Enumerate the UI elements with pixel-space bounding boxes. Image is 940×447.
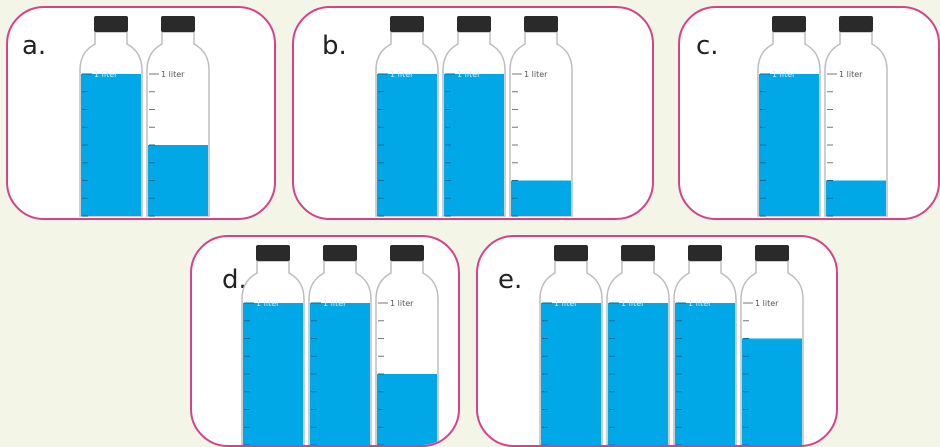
bottle: 1 liter — [673, 245, 737, 445]
bottle: 1 liter — [308, 245, 372, 445]
bottle-cap — [621, 245, 655, 261]
bottle: 1 liter — [509, 16, 573, 217]
water-level — [310, 303, 370, 445]
bottle-label: 1 liter — [524, 70, 548, 79]
water-level — [675, 303, 735, 445]
bottle-cap — [323, 245, 357, 261]
bottle-cap — [755, 245, 789, 261]
bottle: 1 liter — [241, 245, 305, 445]
water-level — [377, 374, 437, 445]
bottle: 1 liter — [606, 245, 670, 445]
bottles: 1 liter 1 liter 1 liter — [241, 245, 439, 445]
panel-a: a. 1 liter 1 liter — [6, 6, 276, 220]
water-level — [742, 338, 802, 445]
water-level — [148, 145, 208, 216]
bottle-label: 1 liter — [323, 299, 347, 308]
bottle-label: 1 liter — [839, 70, 863, 79]
bottle-cap — [688, 245, 722, 261]
panel-c: c. 1 liter 1 liter — [678, 6, 940, 220]
bottles: 1 liter 1 liter — [757, 16, 888, 217]
bottle-cap — [524, 16, 558, 32]
bottle-label: 1 liter — [755, 299, 779, 308]
water-level — [377, 74, 437, 216]
bottles: 1 liter 1 liter — [79, 16, 210, 217]
bottles: 1 liter 1 liter 1 liter — [375, 16, 573, 217]
bottle-label: 1 liter — [94, 70, 118, 79]
bottle-label: 1 liter — [256, 299, 280, 308]
water-level — [541, 303, 601, 445]
bottle-label: 1 liter — [457, 70, 481, 79]
bottle: 1 liter — [442, 16, 506, 217]
bottle: 1 liter — [146, 16, 210, 217]
bottle: 1 liter — [824, 16, 888, 217]
panel-label: c. — [696, 31, 719, 61]
bottle-label: 1 liter — [161, 70, 185, 79]
water-level — [759, 74, 819, 216]
panel-label: e. — [498, 265, 523, 295]
bottle-label: 1 liter — [390, 299, 414, 308]
bottle-label: 1 liter — [688, 299, 712, 308]
water-level — [444, 74, 504, 216]
water-level — [243, 303, 303, 445]
panel-label: b. — [322, 31, 347, 61]
panel-e: e. 1 liter 1 liter 1 liter 1 liter — [476, 235, 838, 447]
panel-d: d. 1 liter 1 liter 1 liter — [190, 235, 460, 447]
bottle-cap — [94, 16, 128, 32]
bottle-cap — [256, 245, 290, 261]
bottle: 1 liter — [375, 16, 439, 217]
water-level — [608, 303, 668, 445]
bottle-cap — [457, 16, 491, 32]
panel-label: a. — [22, 31, 47, 61]
bottle-cap — [390, 245, 424, 261]
bottles: 1 liter 1 liter 1 liter 1 liter — [539, 245, 804, 445]
bottle-body — [509, 31, 573, 217]
bottle: 1 liter — [539, 245, 603, 445]
bottle-body — [824, 31, 888, 217]
bottle: 1 liter — [375, 245, 439, 445]
bottle-cap — [554, 245, 588, 261]
bottle-label: 1 liter — [554, 299, 578, 308]
bottle-cap — [390, 16, 424, 32]
bottle: 1 liter — [79, 16, 143, 217]
bottle-cap — [839, 16, 873, 32]
panel-label: d. — [222, 265, 247, 295]
bottle: 1 liter — [757, 16, 821, 217]
water-level — [511, 180, 571, 216]
water-level — [81, 74, 141, 216]
water-level — [826, 180, 886, 216]
bottle-label: 1 liter — [390, 70, 414, 79]
bottle-cap — [772, 16, 806, 32]
panel-b: b. 1 liter 1 liter 1 liter — [292, 6, 654, 220]
bottle-label: 1 liter — [772, 70, 796, 79]
bottle-cap — [161, 16, 195, 32]
bottle: 1 liter — [740, 245, 804, 445]
bottle-label: 1 liter — [621, 299, 645, 308]
